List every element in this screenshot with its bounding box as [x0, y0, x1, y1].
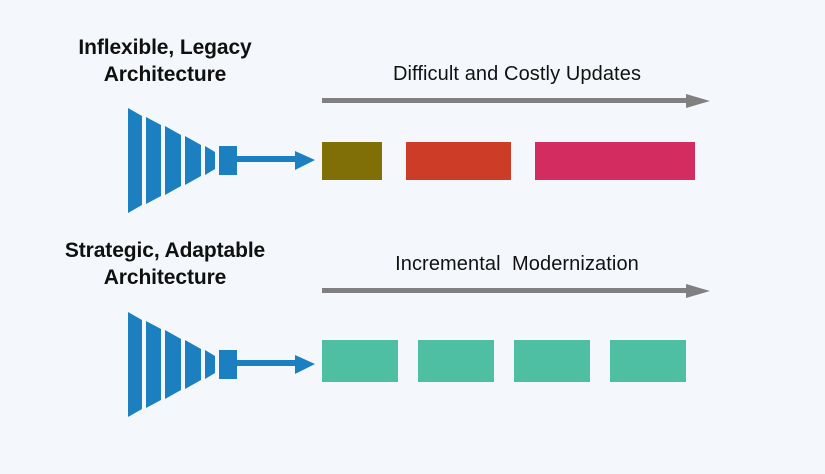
funnel-with-arrow-icon: [128, 108, 315, 213]
bar-strip-legacy: [322, 142, 695, 180]
funnel-with-arrow-icon: [128, 312, 315, 417]
label-adaptable-architecture: Strategic, Adaptable Architecture: [10, 237, 320, 292]
bar-strip-adaptive: [322, 340, 686, 382]
funnel-icon-adaptive: [125, 312, 320, 417]
bar-teal-3: [514, 340, 590, 382]
label-adaptive-line1: Strategic, Adaptable: [64, 239, 266, 262]
row-legacy: Inflexible, Legacy Architecture Difficul…: [10, 34, 712, 213]
bar-red: [406, 142, 511, 180]
caption-adaptive: Incremental Modernization: [395, 253, 639, 275]
right-arrow-icon-legacy: [322, 94, 710, 108]
row-adaptive: Strategic, Adaptable Architecture Increm…: [0, 237, 825, 474]
bar-teal-4: [610, 340, 686, 382]
label-legacy-line1: Inflexible, Legacy: [78, 36, 252, 59]
label-legacy-architecture: Inflexible, Legacy Architecture: [10, 34, 320, 89]
caption-legacy: Difficult and Costly Updates: [392, 63, 642, 85]
bar-teal-1: [322, 340, 398, 382]
label-legacy-line2: Architecture: [103, 63, 227, 87]
stage-area-adaptive: Incremental Modernization: [322, 250, 712, 300]
bar-olive: [322, 142, 382, 180]
label-adaptive-line2: Architecture: [103, 266, 227, 290]
stage-area-legacy: Difficult and Costly Updates: [322, 60, 712, 110]
funnel-icon-legacy: [125, 108, 320, 213]
bar-crimson: [535, 142, 695, 180]
right-arrow-icon-adaptive: [322, 284, 710, 298]
bar-teal-2: [418, 340, 494, 382]
